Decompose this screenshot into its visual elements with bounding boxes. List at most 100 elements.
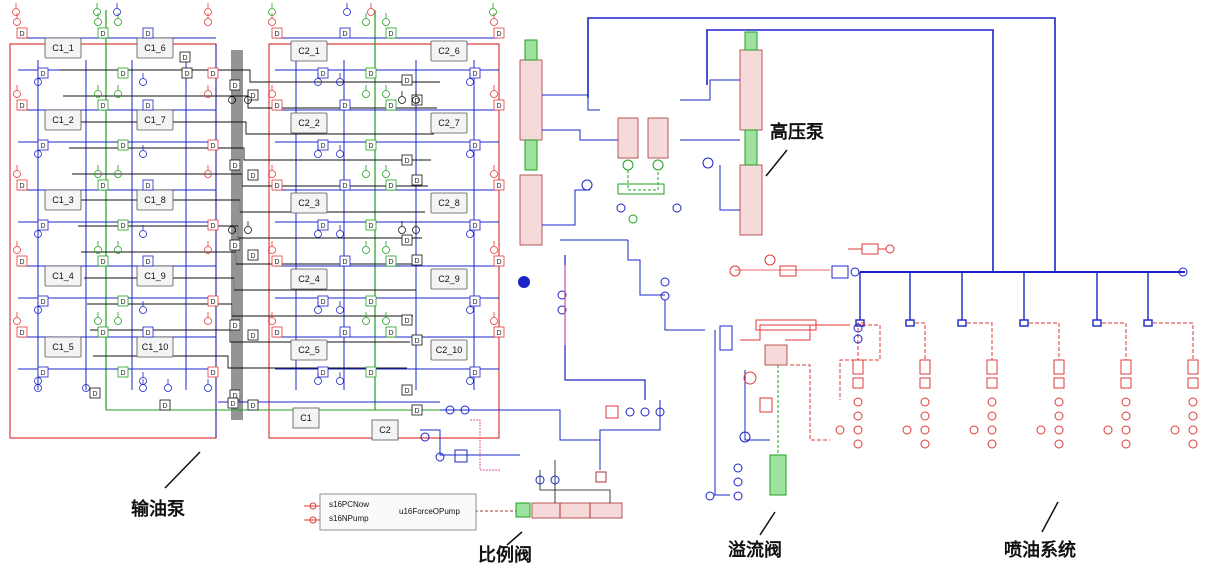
unit-c1-7[interactable]: C1_7 [136,109,174,131]
sensor-symbol [382,312,390,325]
sensor-symbol [34,379,42,392]
svg-text:D: D [320,71,325,78]
unit-c1-3[interactable]: C1_3 [44,189,82,211]
svg-text:D: D [182,55,187,62]
sensor-symbol [114,312,122,325]
bottom-c1-box[interactable]: C1 [292,407,320,429]
d-block: D [469,67,481,79]
sensor-symbol [204,3,212,16]
d-block: D [469,366,481,378]
d-block: D [401,74,413,86]
unit-c2-2[interactable]: C2_2 [290,112,328,134]
sensor-symbol [34,145,42,158]
svg-text:C1_8: C1_8 [144,195,166,205]
svg-text:D: D [92,391,97,398]
d-block: D [247,329,259,341]
svg-text:D: D [40,71,45,78]
unit-c1-8[interactable]: C1_8 [136,189,174,211]
svg-text:D: D [388,330,393,337]
unit-c1-5[interactable]: C1_5 [44,336,82,358]
sensor-symbol [490,241,498,254]
unit-c1-2[interactable]: C1_2 [44,109,82,131]
svg-text:D: D [145,103,150,110]
svg-text:D: D [120,143,125,150]
svg-text:D: D [230,401,235,408]
unit-c2-5[interactable]: C2_5 [290,339,328,361]
svg-text:D: D [404,158,409,165]
svg-text:D: D [342,259,347,266]
d-block: D [37,139,49,151]
unit-c2-8[interactable]: C2_8 [430,192,468,214]
svg-text:D: D [210,223,215,230]
unit-c1-10[interactable]: C1_10 [136,336,174,358]
unit-c2-6[interactable]: C2_6 [430,40,468,62]
svg-text:D: D [250,333,255,340]
svg-text:D: D [368,223,373,230]
svg-text:D: D [274,183,279,190]
sensor-symbols [12,3,498,392]
d-block: D [207,139,219,151]
unit-c2-4[interactable]: C2_4 [290,268,328,290]
sensor-symbol [164,379,172,392]
sensor-symbol [336,301,344,314]
unit-c1-6[interactable]: C1_6 [136,37,174,59]
d-block: D [493,99,505,111]
unit-c1-9[interactable]: C1_9 [136,265,174,287]
sensor-symbol [490,312,498,325]
sensor-symbol [362,13,370,26]
d-block: D [229,79,241,91]
svg-text:D: D [414,178,419,185]
d-block: D [142,326,154,338]
svg-text:D: D [19,259,24,266]
svg-text:D: D [274,31,279,38]
svg-text:C1_9: C1_9 [144,271,166,281]
svg-text:s16NPump: s16NPump [329,514,369,523]
d-block: D [365,139,377,151]
sensor-symbol [114,241,122,254]
unit-c2-9[interactable]: C2_9 [430,268,468,290]
d-block: D [229,319,241,331]
d-block: D [271,179,283,191]
svg-text:D: D [232,393,237,400]
sensor-symbol [94,312,102,325]
svg-text:D: D [342,31,347,38]
d-block: D [339,255,351,267]
svg-text:D: D [388,183,393,190]
svg-text:C2_2: C2_2 [298,118,320,128]
svg-text:C2_1: C2_1 [298,46,320,56]
unit-c2-10[interactable]: C2_10 [430,339,468,361]
unit-c1-4[interactable]: C1_4 [44,265,82,287]
d-block: D [493,27,505,39]
label-injection-system: 喷油系统 [1004,539,1076,561]
svg-text:D: D [250,403,255,410]
svg-text:D: D [368,299,373,306]
sensor-symbol [228,221,236,234]
pump-signal-block: s16PCNow s16NPump u16ForceOPump [304,493,477,531]
unit-c2-7[interactable]: C2_7 [430,112,468,134]
unit-c1-1[interactable]: C1_1 [44,37,82,59]
svg-text:D: D [100,31,105,38]
sensor-symbol [343,3,351,16]
sensor-symbol [268,3,276,16]
unit-boxes: C1_1 C1_6 C2_1 C2_6C1_2 C1_7 C2_2 C2_7C1_3 C1_8… [44,37,468,361]
svg-text:D: D [145,259,150,266]
d-block: D [401,384,413,396]
svg-text:D: D [496,103,501,110]
d-block: D [339,326,351,338]
sensor-symbol [114,85,122,98]
svg-text:D: D [145,183,150,190]
sensor-symbol [382,241,390,254]
sensor-symbol [466,301,474,314]
svg-text:C2_5: C2_5 [298,345,320,355]
svg-text:D: D [232,243,237,250]
sensor-symbol [336,73,344,86]
bottom-c2-box[interactable]: C2 [371,419,399,441]
d-block: D [271,99,283,111]
sensor-symbol [244,91,252,104]
svg-text:D: D [388,103,393,110]
svg-text:C2: C2 [379,425,391,435]
d-block: D [97,179,109,191]
unit-c2-1[interactable]: C2_1 [290,40,328,62]
sensor-symbol [204,379,212,392]
unit-c2-3[interactable]: C2_3 [290,192,328,214]
